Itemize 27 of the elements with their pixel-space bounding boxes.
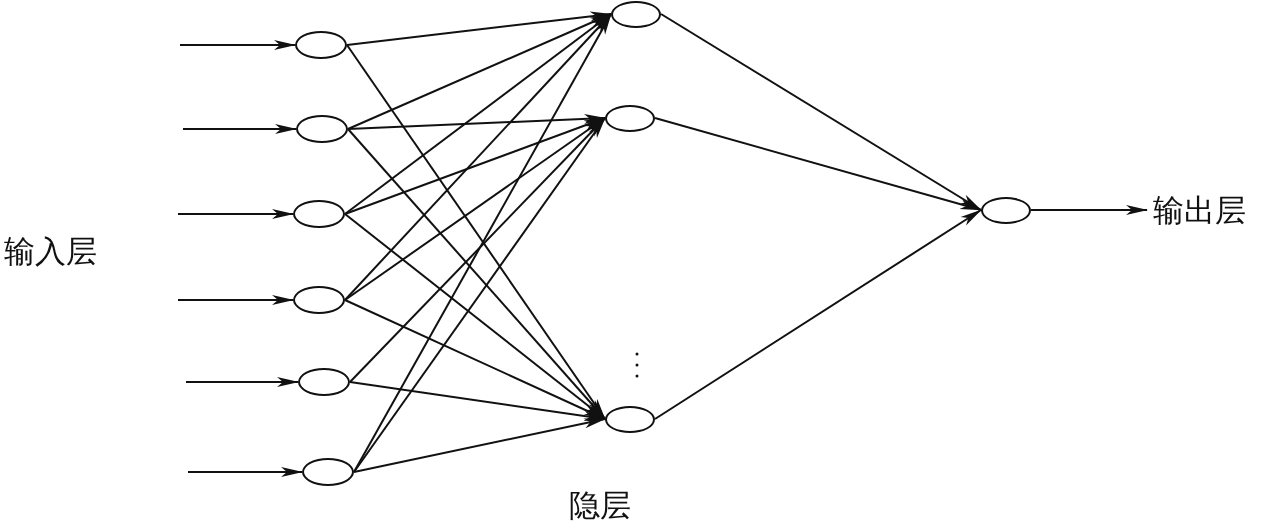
arrow <box>1030 205 1148 215</box>
neuron-ellipse <box>611 0 661 28</box>
neuron-ellipse <box>293 286 345 314</box>
neuron-ellipse <box>605 405 655 433</box>
layer-label: 隐层 <box>569 489 631 521</box>
neuron-ellipse <box>296 115 348 143</box>
neuron-ellipse <box>298 368 350 396</box>
arrow <box>187 467 303 477</box>
neuron-ellipse <box>302 458 354 486</box>
layer-label: 输出层 <box>1147 194 1246 226</box>
neuron-ellipse <box>293 200 345 228</box>
arrow <box>177 209 294 219</box>
arrow <box>347 13 612 130</box>
neuron-ellipse <box>605 104 655 132</box>
arrow <box>353 418 606 473</box>
arrow <box>660 13 982 211</box>
arrow <box>177 295 294 305</box>
neuron-ellipse <box>295 31 347 59</box>
arrow <box>182 124 297 134</box>
arrow <box>654 117 982 211</box>
arrow <box>179 40 296 50</box>
arrow <box>185 377 299 387</box>
arrow <box>654 209 982 420</box>
neuron-ellipse <box>981 196 1031 224</box>
layer-label: 输入层 <box>3 235 97 267</box>
arrow <box>346 11 612 46</box>
arrow <box>347 113 606 130</box>
